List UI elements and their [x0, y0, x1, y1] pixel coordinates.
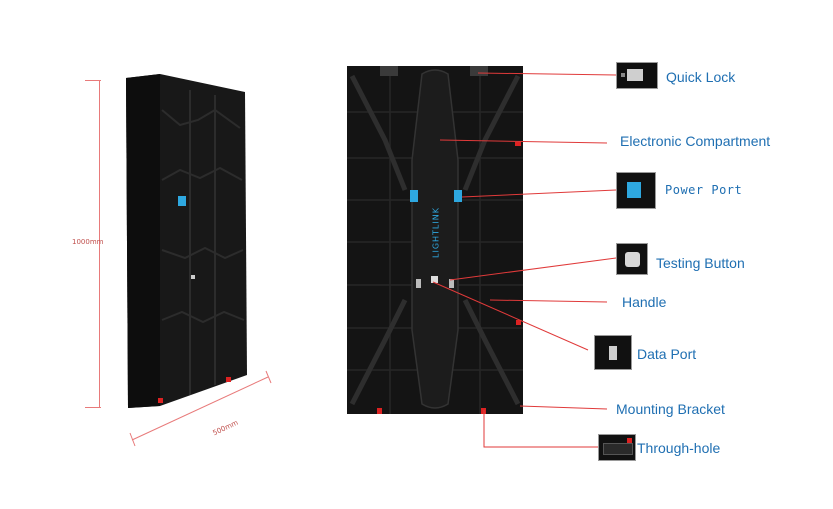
- handle-label: Handle: [622, 294, 667, 310]
- quick-lock-thumbnail: [616, 62, 658, 89]
- through-hole-thumbnail: [598, 434, 636, 461]
- data-port-thumbnail: [594, 335, 632, 370]
- testing-button-label: Testing Button: [656, 255, 745, 271]
- through-hole-label: Through-hole: [637, 440, 721, 456]
- height-dimension-line: [99, 80, 100, 408]
- height-dimension-tick-bottom: [85, 407, 101, 408]
- electronic-compartment-label: Electronic Compartment: [620, 133, 771, 149]
- data-port-label: Data Port: [637, 346, 697, 362]
- height-dimension-label: 1000mm: [72, 238, 104, 246]
- power-port-thumbnail: [616, 172, 656, 209]
- quick-lock-label: Quick Lock: [666, 69, 736, 85]
- mounting-bracket-label: Mounting Bracket: [616, 401, 725, 417]
- cabinet-logo: LIGHTLINK: [431, 207, 441, 258]
- height-dimension-tick-top: [85, 80, 101, 81]
- testing-button-thumbnail: [616, 243, 648, 275]
- power-port-label: Power Port: [665, 183, 743, 197]
